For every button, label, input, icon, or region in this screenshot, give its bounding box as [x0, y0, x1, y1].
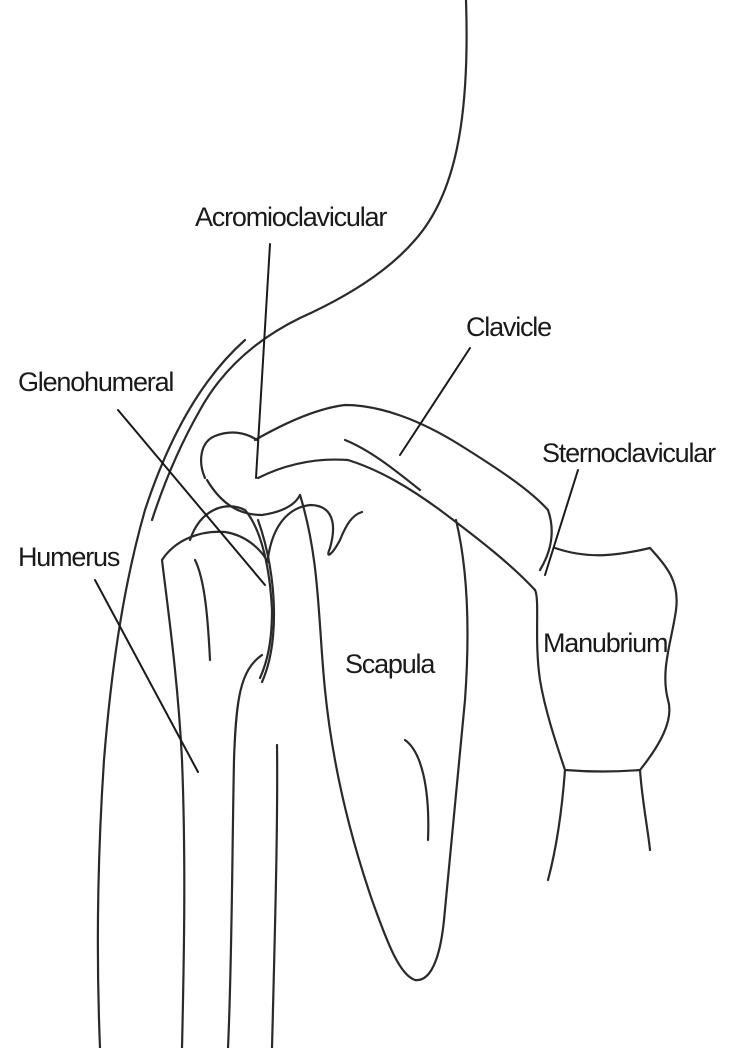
scapula-outline	[300, 495, 468, 980]
humerus-shaft-inner	[228, 655, 262, 1048]
coracoid-process	[268, 505, 362, 558]
scapula-spine	[405, 740, 428, 840]
outer-arm-contour	[98, 340, 245, 1048]
clavicle-outline	[255, 405, 552, 570]
glenohumeral-leader-line	[118, 410, 265, 585]
humeral-head	[190, 506, 272, 678]
neck-shoulder-contour	[152, 0, 467, 520]
humerus-label: Humerus	[18, 542, 120, 572]
clavicle-lower-edge	[258, 460, 535, 590]
sternoclavicular-label: Sternoclavicular	[542, 438, 716, 468]
acromion	[201, 433, 257, 478]
clavicle-leader-line	[400, 348, 470, 455]
manubrium-lower-left	[548, 770, 565, 880]
humerus-leader-line	[95, 580, 198, 772]
glenohumeral-label: Glenohumeral	[18, 367, 173, 397]
scapula-label: Scapula	[345, 649, 436, 679]
humerus-shaft-right	[272, 745, 277, 1048]
manubrium-outline	[535, 548, 677, 772]
humerus-outline	[162, 532, 268, 1048]
acromion-tip	[207, 480, 300, 515]
manubrium-label: Manubrium	[543, 628, 667, 658]
acromioclavicular-label: Acromioclavicular	[195, 202, 387, 232]
sternoclavicular-leader-line	[545, 470, 578, 575]
humerus-lesser-contour	[195, 560, 210, 660]
clavicle-inner-line	[345, 440, 420, 490]
acromioclavicular-leader-line	[256, 244, 270, 478]
manubrium-lower-right	[640, 770, 650, 850]
clavicle-label: Clavicle	[466, 312, 551, 342]
